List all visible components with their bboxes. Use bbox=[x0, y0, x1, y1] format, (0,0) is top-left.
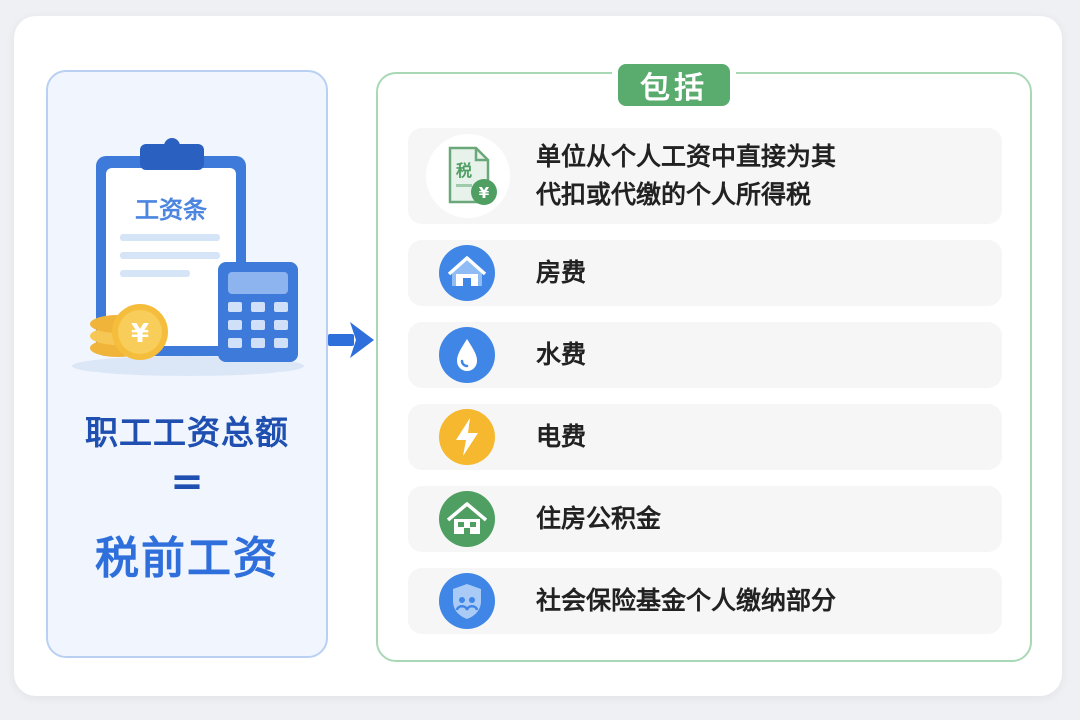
payslip-illustration: 工资条 ¥ bbox=[72, 138, 304, 376]
list-item-social-insurance: 社会保险基金个人缴纳部分 bbox=[408, 568, 1002, 634]
housing-fund-label: 住房公积金 bbox=[536, 504, 662, 533]
income-tax-line-1: 单位从个人工资中直接为其 bbox=[536, 142, 837, 171]
tax-icon-currency: ¥ bbox=[479, 184, 490, 202]
tax-icon-label: 税 bbox=[456, 161, 472, 180]
tax-document-icon: 税 ¥ bbox=[426, 134, 510, 218]
arrow-right-icon bbox=[328, 322, 374, 358]
shield-icon bbox=[439, 573, 495, 629]
calculator-icon bbox=[218, 262, 298, 362]
lightning-icon bbox=[439, 409, 495, 465]
rent-label: 房费 bbox=[536, 258, 587, 287]
water-drop-icon bbox=[439, 327, 495, 383]
housing-fund-icon bbox=[439, 491, 495, 547]
income-tax-text: 单位从个人工资中直接为其 代扣或代缴的个人所得税 bbox=[536, 138, 836, 214]
water-label: 水费 bbox=[536, 340, 587, 369]
income-tax-line-2: 代扣或代缴的个人所得税 bbox=[536, 180, 812, 209]
slip-title: 工资条 bbox=[135, 196, 208, 224]
total-salary-label: 职工工资总额 bbox=[85, 413, 289, 452]
house-icon bbox=[439, 245, 495, 301]
pretax-salary-label: 税前工资 bbox=[95, 533, 279, 584]
list-item-water: 水费 bbox=[408, 322, 1002, 388]
components-panel: 包括 税 ¥ 单位从个人工资中直接为其 代扣或代缴的个人所得税 房费 bbox=[376, 58, 1032, 662]
salary-panel: 工资条 ¥ 职工工资总额 = 税前 bbox=[46, 70, 328, 658]
list-item-income-tax: 税 ¥ 单位从个人工资中直接为其 代扣或代缴的个人所得税 bbox=[408, 128, 1002, 224]
includes-badge: 包括 bbox=[612, 58, 736, 112]
coin-symbol: ¥ bbox=[131, 319, 149, 349]
list-item-electricity: 电费 bbox=[408, 404, 1002, 470]
list-item-housing-fund: 住房公积金 bbox=[408, 486, 1002, 552]
electricity-label: 电费 bbox=[536, 422, 587, 451]
equals-sign: = bbox=[170, 459, 204, 505]
social-insurance-label: 社会保险基金个人缴纳部分 bbox=[536, 586, 837, 615]
coin-icon: ¥ bbox=[90, 304, 168, 360]
list-item-rent: 房费 bbox=[408, 240, 1002, 306]
